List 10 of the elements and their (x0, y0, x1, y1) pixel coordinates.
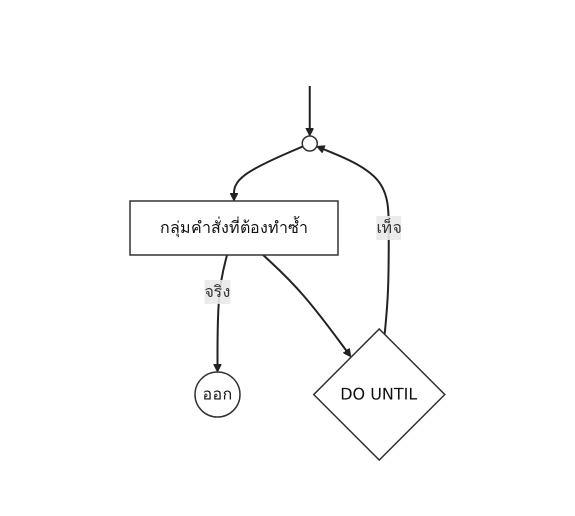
edge-label: จริง (204, 282, 231, 301)
arrow (316, 145, 390, 335)
edge-label: เท็จ (376, 218, 402, 237)
arrow (230, 145, 304, 202)
arrow (305, 86, 314, 136)
node-box: กลุ่มคำสั่งที่ต้องทำซ้ำ (129, 200, 339, 256)
arrow (262, 254, 352, 358)
node-diamond: DO UNTIL (312, 328, 446, 462)
node-circle: ออก (194, 371, 241, 418)
node-circle (302, 135, 318, 152)
